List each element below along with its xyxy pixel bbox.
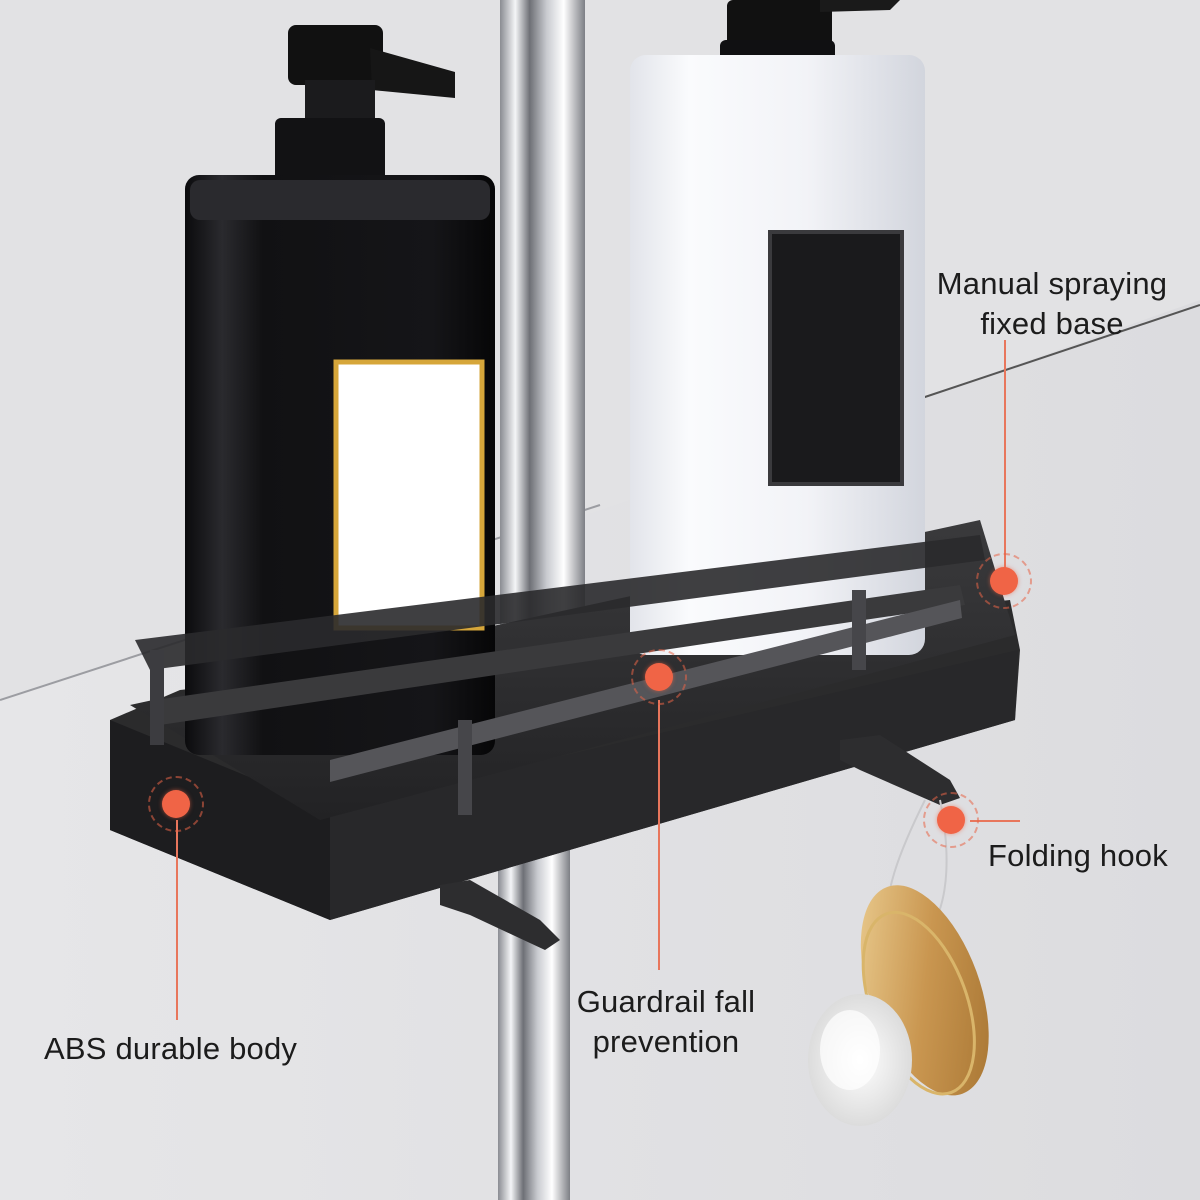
callout-manual-spraying: Manual spraying fixed base bbox=[930, 264, 1174, 344]
callout-abs-body-label: ABS durable body bbox=[44, 1031, 298, 1066]
marker-abs-body bbox=[148, 776, 204, 832]
marker-dot-icon bbox=[937, 806, 965, 834]
marker-dot-icon bbox=[645, 663, 673, 691]
marker-guardrail bbox=[631, 649, 687, 705]
marker-dot-icon bbox=[162, 790, 190, 818]
callout-manual-spraying-line2: fixed base bbox=[980, 306, 1124, 341]
marker-ring-icon bbox=[923, 792, 979, 848]
callout-guardrail-line2: prevention bbox=[592, 1024, 740, 1059]
callout-abs-body: ABS durable body bbox=[44, 1029, 297, 1069]
callout-manual-spraying-line1: Manual spraying bbox=[936, 266, 1168, 301]
marker-ring-icon bbox=[976, 553, 1032, 609]
callout-folding-hook-label: Folding hook bbox=[988, 838, 1168, 873]
leader-line-folding-hook bbox=[970, 820, 1020, 822]
marker-dot-icon bbox=[990, 567, 1018, 595]
leader-line-guardrail bbox=[658, 700, 660, 970]
marker-folding-hook bbox=[923, 792, 979, 848]
marker-manual-spraying bbox=[976, 553, 1032, 609]
marker-ring-icon bbox=[631, 649, 687, 705]
leader-line-manual-spraying bbox=[1004, 340, 1006, 580]
callout-guardrail-line1: Guardrail fall bbox=[576, 984, 756, 1019]
callout-guardrail: Guardrail fall prevention bbox=[568, 982, 764, 1062]
callout-folding-hook: Folding hook bbox=[988, 836, 1168, 876]
marker-ring-icon bbox=[148, 776, 204, 832]
leader-line-abs-body bbox=[176, 820, 178, 1020]
